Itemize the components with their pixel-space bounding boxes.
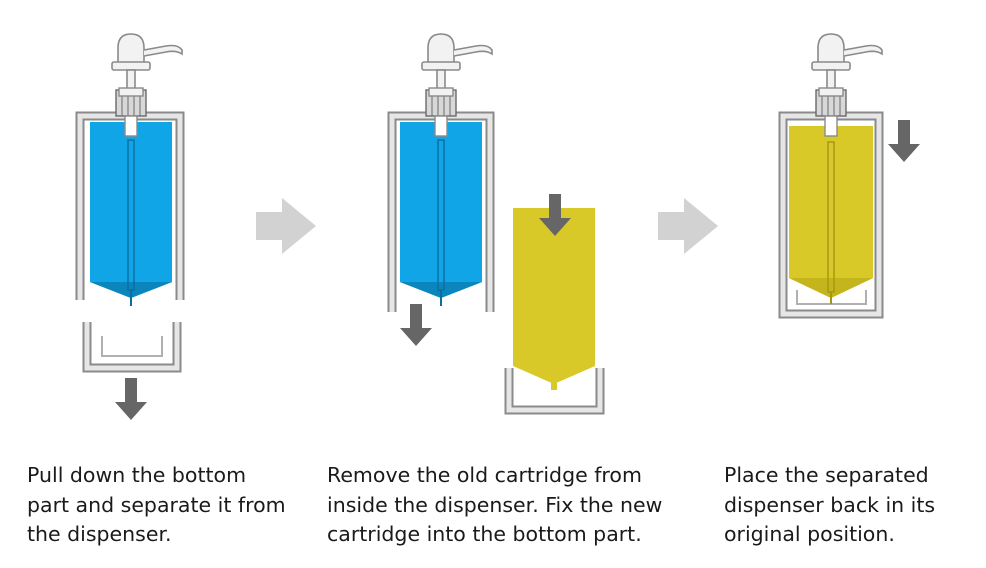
caption-line: original position. [724, 522, 895, 546]
caption-line: Remove the old cartridge from [327, 463, 642, 487]
step-3-illustration [778, 33, 920, 319]
step-1-illustration [75, 33, 185, 420]
caption-line: cartridge into the bottom part. [327, 522, 642, 546]
step-2-caption: Remove the old cartridge from inside the… [327, 461, 662, 550]
arrow-right-icon [658, 198, 718, 254]
arrow-down-icon [115, 378, 147, 420]
step-1-caption: Pull down the bottom part and separate i… [27, 461, 286, 550]
step-2-illustration [387, 33, 605, 415]
caption-line: dispenser back in its [724, 492, 936, 517]
bottom-part [82, 322, 182, 373]
caption-line: the dispenser. [27, 522, 172, 546]
caption-line: Pull down the bottom [27, 463, 247, 487]
new-cartridge [513, 208, 595, 384]
caption-line: Place the separated [724, 463, 929, 487]
new-cartridge [789, 126, 873, 298]
step-3-caption: Place the separated dispenser back in it… [724, 461, 935, 550]
pump-icon [811, 33, 883, 97]
caption-line: inside the dispenser. Fix the new [327, 492, 663, 517]
caption-line: part and separate it from [27, 492, 286, 517]
cartridge-replacement-diagram [75, 33, 920, 420]
old-cartridge [90, 122, 172, 298]
pump-icon [111, 33, 183, 97]
pump-icon [421, 33, 493, 97]
arrow-down-icon [888, 120, 920, 162]
old-cartridge [400, 122, 482, 298]
arrow-down-icon [400, 304, 432, 346]
arrow-right-icon [256, 198, 316, 254]
